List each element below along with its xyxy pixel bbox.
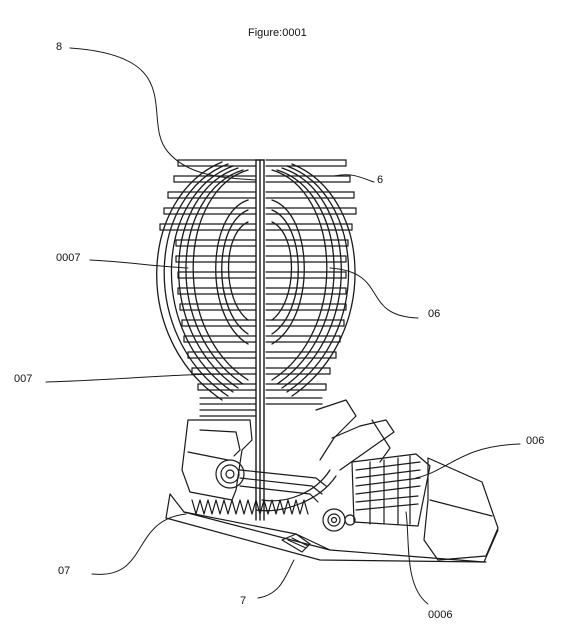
leader-07 [91, 513, 187, 575]
arc-ribs-left [156, 161, 249, 401]
label-06: 06 [428, 308, 441, 320]
leader-lines [45, 47, 521, 605]
leader-0007 [89, 259, 189, 269]
toe-box [423, 457, 499, 561]
label-7: 7 [240, 595, 247, 607]
shaft-slats-left [159, 159, 257, 417]
heel-spring [191, 499, 309, 515]
leader-06 [329, 267, 419, 319]
outsole [169, 493, 499, 563]
heel-shell [181, 419, 253, 501]
arc-ribs-right [271, 163, 356, 397]
ankle-pivot [215, 459, 245, 489]
leader-7 [257, 559, 295, 599]
boot-shaft [156, 159, 357, 521]
leader-0006 [405, 511, 429, 605]
boot-sole [165, 493, 499, 563]
leader-007 [45, 373, 233, 383]
label-0006: 0006 [428, 609, 453, 621]
buckle-block [351, 453, 431, 527]
forefoot-pivot [322, 508, 356, 532]
label-6: 6 [377, 174, 384, 186]
label-006: 006 [526, 435, 545, 447]
figure-title: Figure:0001 [248, 27, 307, 39]
central-spine [255, 159, 265, 521]
label-8: 8 [56, 41, 63, 53]
label-007: 007 [14, 373, 33, 385]
leader-8 [69, 47, 257, 181]
leader-006 [415, 443, 521, 479]
shin-guard-plate [315, 399, 395, 471]
label-0007: 0007 [56, 252, 81, 264]
boot-foot-shell [181, 399, 499, 561]
label-07: 07 [58, 565, 71, 577]
leader-6 [333, 174, 375, 183]
shaft-slats-right [265, 159, 357, 405]
